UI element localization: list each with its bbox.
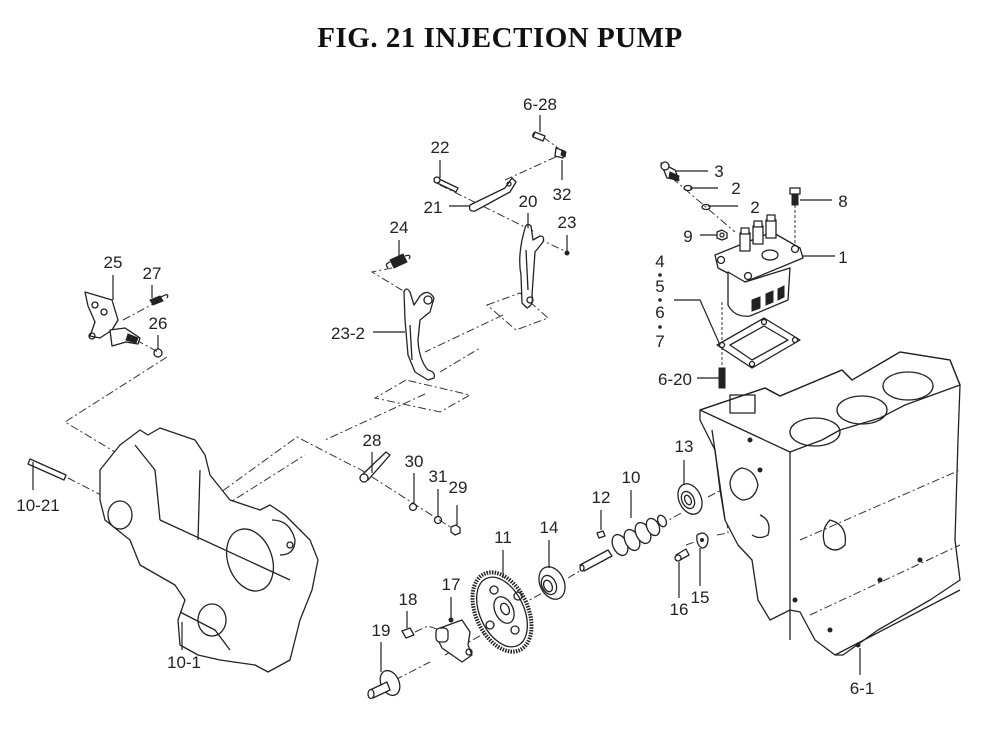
callout-6-20: 6-20 bbox=[658, 370, 692, 389]
callout-4: 4 bbox=[655, 252, 664, 271]
part-25-bracket[interactable] bbox=[84, 291, 141, 347]
part-28-lever[interactable] bbox=[359, 451, 391, 483]
part-30-washer[interactable] bbox=[408, 502, 418, 512]
part-16-bolt[interactable] bbox=[674, 548, 690, 562]
callout-29: 29 bbox=[449, 478, 468, 497]
part-29-nut[interactable] bbox=[450, 524, 461, 536]
callout-8: 8 bbox=[838, 192, 847, 211]
callout-27: 27 bbox=[143, 264, 162, 283]
callout-9: 9 bbox=[683, 227, 692, 246]
callout-13: 13 bbox=[675, 437, 694, 456]
callout-15: 15 bbox=[691, 588, 710, 607]
part-8-bolt[interactable] bbox=[789, 187, 801, 206]
callout-14: 14 bbox=[540, 518, 559, 537]
part-10-1-gear-case[interactable] bbox=[99, 427, 319, 673]
part-20-lever[interactable] bbox=[519, 223, 545, 309]
part-32-nut[interactable] bbox=[554, 147, 567, 159]
callout-32: 32 bbox=[553, 185, 572, 204]
callout-2-lower: 2 bbox=[750, 198, 759, 217]
part-23-2-lever[interactable] bbox=[403, 288, 436, 381]
part-22-pin[interactable] bbox=[433, 176, 459, 193]
figure-title: FIG. 21 INJECTION PUMP bbox=[317, 22, 683, 54]
callout-separator-dot bbox=[658, 325, 662, 329]
part-13-bearing[interactable] bbox=[673, 480, 706, 518]
assembly-lines bbox=[64, 136, 796, 681]
part-15-stopper-plate[interactable] bbox=[696, 532, 709, 549]
part-21-link[interactable] bbox=[468, 177, 517, 212]
callout-31: 31 bbox=[429, 467, 448, 486]
callout-separator-dot bbox=[658, 273, 662, 277]
callout-10-21: 10-21 bbox=[16, 496, 59, 515]
callout-23: 23 bbox=[558, 213, 577, 232]
part-10-camshaft[interactable] bbox=[579, 514, 668, 572]
callout-25: 25 bbox=[104, 253, 123, 272]
part-31-washer[interactable] bbox=[433, 515, 443, 525]
callout-21: 21 bbox=[424, 198, 443, 217]
callout-18: 18 bbox=[399, 590, 418, 609]
callout-10-1: 10-1 bbox=[167, 653, 201, 672]
callout-6: 6 bbox=[655, 303, 664, 322]
part-6-28-bolt[interactable] bbox=[532, 131, 546, 142]
callout-7: 7 bbox=[655, 332, 664, 351]
callout-19: 19 bbox=[372, 621, 391, 640]
part-gasket-4-5-6-7[interactable] bbox=[716, 317, 801, 369]
callout-6-28: 6-28 bbox=[523, 95, 557, 114]
callout-16: 16 bbox=[670, 600, 689, 619]
part-1-injection-pump[interactable] bbox=[714, 214, 804, 317]
callout-23-2: 23-2 bbox=[331, 324, 365, 343]
part-19-shaft[interactable] bbox=[367, 667, 404, 700]
part-12-key[interactable] bbox=[596, 530, 606, 539]
part-2-washer-lower[interactable] bbox=[701, 203, 711, 211]
callout-3: 3 bbox=[714, 162, 723, 181]
part-24-spring[interactable] bbox=[385, 253, 411, 269]
callout-24: 24 bbox=[390, 218, 409, 237]
part-26-oring[interactable] bbox=[153, 348, 163, 358]
callout-5: 5 bbox=[655, 277, 664, 296]
part-6-20-stud[interactable] bbox=[718, 367, 726, 389]
callout-26: 26 bbox=[149, 314, 168, 333]
callout-10: 10 bbox=[622, 468, 641, 487]
part-6-1-cylinder-block[interactable] bbox=[699, 351, 961, 656]
callout-1: 1 bbox=[838, 248, 847, 267]
callout-6-1: 6-1 bbox=[850, 679, 875, 698]
part-18-plug[interactable] bbox=[401, 627, 415, 639]
leader-lines bbox=[32, 115, 861, 675]
callout-12: 12 bbox=[592, 488, 611, 507]
callout-17: 17 bbox=[442, 575, 461, 594]
part-11-gear[interactable] bbox=[461, 563, 544, 661]
callout-2-upper: 2 bbox=[731, 179, 740, 198]
callout-11: 11 bbox=[494, 528, 512, 547]
callout-separator-dot bbox=[658, 298, 662, 302]
callout-30: 30 bbox=[405, 452, 424, 471]
callout-20: 20 bbox=[519, 192, 538, 211]
part-27-spring[interactable] bbox=[149, 294, 169, 306]
part-9-nut[interactable] bbox=[716, 229, 728, 241]
callout-22: 22 bbox=[431, 138, 450, 157]
part-3-banjo-bolt[interactable] bbox=[660, 161, 680, 182]
part-17-governor-weight[interactable] bbox=[435, 617, 473, 663]
part-14-bearing[interactable] bbox=[534, 563, 570, 604]
callout-28: 28 bbox=[363, 431, 382, 450]
part-10-21-pin[interactable] bbox=[27, 458, 67, 481]
callout-labels: 6-28 22 32 21 20 23 24 23-2 25 27 26 3 2… bbox=[16, 95, 874, 698]
